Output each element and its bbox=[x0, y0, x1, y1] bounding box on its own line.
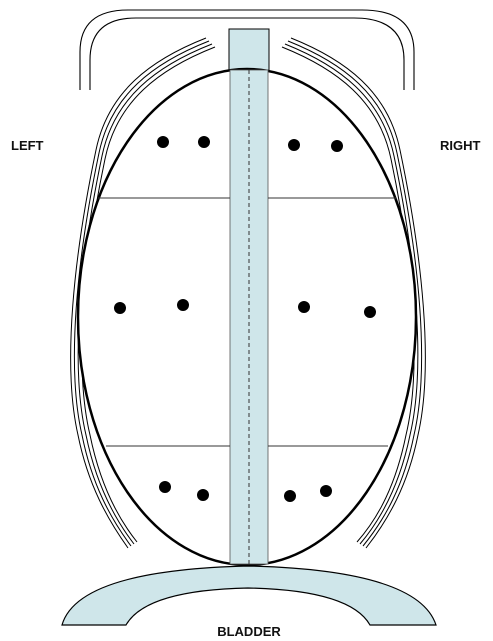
dot-upper-right-2 bbox=[331, 140, 343, 152]
dot-middle-right-2 bbox=[364, 306, 376, 318]
dot-lower-left-1 bbox=[159, 481, 171, 493]
dot-lower-right-2 bbox=[320, 485, 332, 497]
bladder-shape bbox=[62, 566, 436, 625]
dot-upper-left-1 bbox=[157, 136, 169, 148]
dot-middle-left-1 bbox=[114, 302, 126, 314]
dot-middle-left-2 bbox=[177, 299, 189, 311]
label-right: RIGHT bbox=[440, 138, 481, 153]
dot-lower-right-1 bbox=[284, 490, 296, 502]
dot-upper-right-1 bbox=[288, 139, 300, 151]
dot-middle-right-1 bbox=[298, 301, 310, 313]
label-left: LEFT bbox=[11, 138, 44, 153]
dot-upper-left-2 bbox=[198, 136, 210, 148]
dot-lower-left-2 bbox=[197, 489, 209, 501]
top-blue-block bbox=[229, 29, 269, 71]
label-bladder: BLADDER bbox=[217, 624, 281, 639]
